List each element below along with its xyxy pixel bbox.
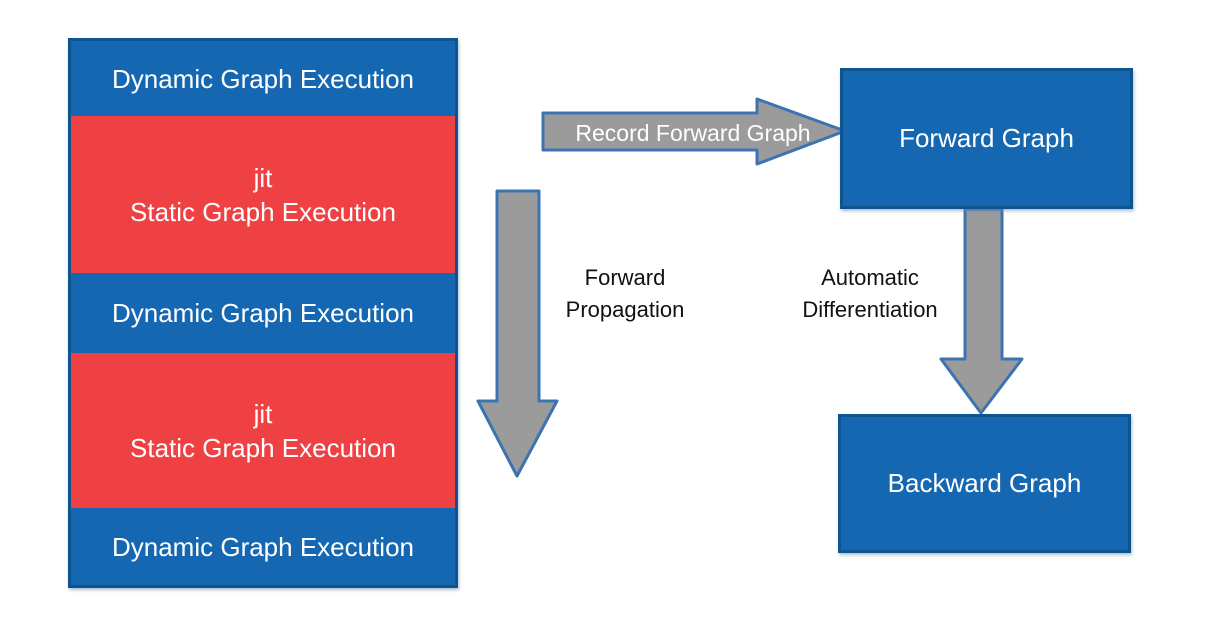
dynamic-graph-execution-block-3: Dynamic Graph Execution [71, 508, 455, 585]
backward-graph-node: Backward Graph [838, 414, 1131, 553]
forward-propagation-label: Forward Propagation [565, 265, 685, 322]
dynamic-graph-execution-block-2: Dynamic Graph Execution [71, 273, 455, 353]
jit-static-graph-execution-block-1: jit Static Graph Execution [71, 116, 455, 273]
forward-graph-label: Forward Graph [899, 123, 1074, 153]
record-forward-graph-label: Record Forward Graph [543, 116, 843, 150]
jit-static-graph-execution-block-2: jit Static Graph Execution [71, 353, 455, 508]
jit-static-graph-execution-label-2: jit Static Graph Execution [130, 398, 396, 463]
record-forward-graph-text: Record Forward Graph [575, 119, 811, 146]
forward-propagation-arrow [476, 189, 559, 478]
dynamic-graph-execution-label-2: Dynamic Graph Execution [111, 298, 415, 328]
forward-graph-node: Forward Graph [840, 68, 1133, 209]
automatic-differentiation-label: Automatic Differentiation [802, 265, 938, 322]
dynamic-graph-execution-label-3: Dynamic Graph Execution [111, 531, 415, 562]
dynamic-graph-execution-block-1: Dynamic Graph Execution [71, 41, 455, 116]
dynamic-graph-execution-label-1: Dynamic Graph Execution [111, 63, 415, 94]
jit-static-graph-execution-label-1: jit Static Graph Execution [130, 162, 396, 227]
execution-mode-stack: Dynamic Graph Execution jit Static Graph… [68, 38, 458, 588]
backward-graph-label: Backward Graph [887, 468, 1082, 498]
